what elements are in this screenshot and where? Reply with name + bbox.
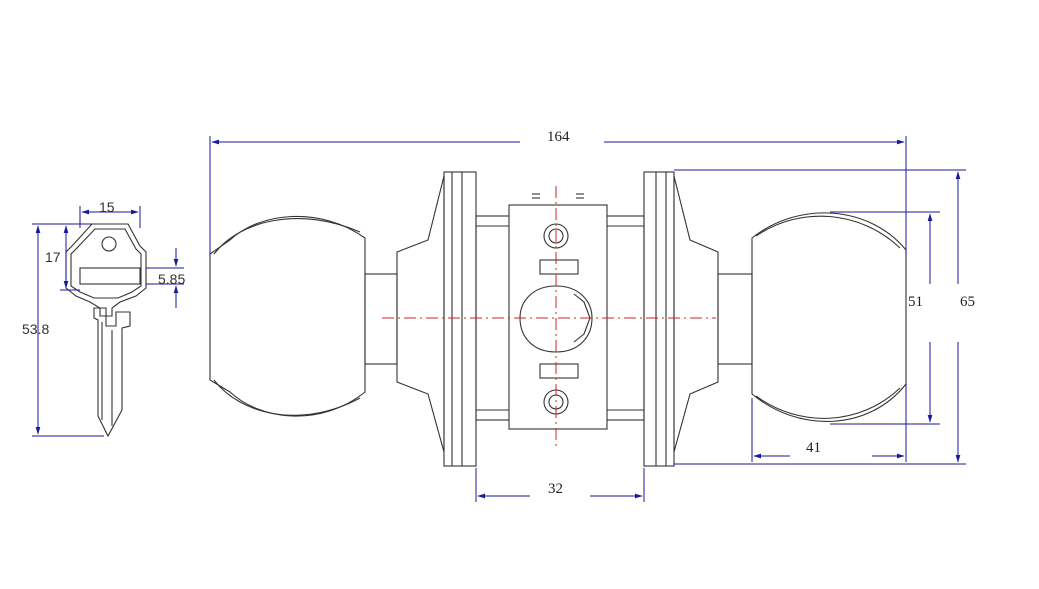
rose-spacing-label: 32 bbox=[548, 481, 563, 497]
knob-diameter-label: 51 bbox=[908, 294, 923, 310]
lock-dimension-lines bbox=[209, 136, 966, 502]
lock-body-drawing bbox=[209, 171, 907, 467]
key-drawing bbox=[65, 223, 147, 438]
overall-length-label: 164 bbox=[547, 129, 570, 145]
rose-diameter-label: 65 bbox=[960, 294, 975, 310]
key-offset-label: 5.85 bbox=[158, 271, 185, 287]
key-height-label: 17 bbox=[45, 249, 61, 265]
key-dimension-lines bbox=[32, 206, 184, 437]
knob-depth-label: 41 bbox=[806, 440, 821, 456]
key-length-label: 53.8 bbox=[22, 321, 49, 337]
key-width-label: 15 bbox=[99, 199, 115, 215]
